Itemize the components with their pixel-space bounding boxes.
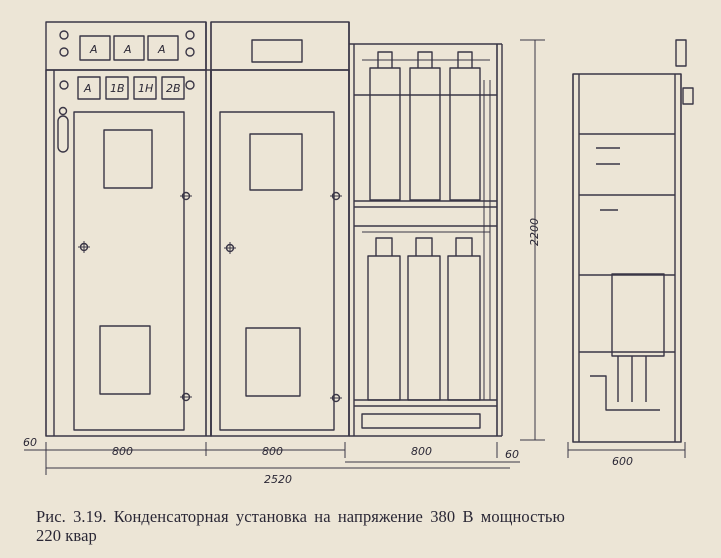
side-view [572, 39, 694, 443]
dim-side-depth: 600 [612, 455, 633, 468]
drawing-labels: A A A A 1B 1H 2B 60 800 800 800 60 2520 … [23, 43, 633, 486]
dim-right-gap: 60 [505, 448, 519, 461]
instrument-label: 1B [110, 82, 125, 95]
instrument-label: A [157, 43, 166, 56]
figure-caption: Рис. 3.19. Конденсаторная установка на н… [36, 507, 696, 545]
instrument-label: A [123, 43, 132, 56]
instrument-label: A [89, 43, 98, 56]
dim-panel-1: 800 [112, 445, 133, 458]
caption-line-2: 220 квар [36, 526, 97, 545]
dim-left-gap: 60 [23, 436, 37, 449]
dimension-lines [24, 39, 686, 475]
dim-panel-3: 800 [411, 445, 432, 458]
dim-panel-2: 800 [262, 445, 283, 458]
dim-total-height: 2200 [528, 218, 541, 246]
left-cabinet [45, 21, 212, 437]
capacitor-frame [348, 22, 503, 437]
instrument-label: A [83, 82, 92, 95]
instrument-label: 1H [138, 82, 153, 95]
middle-cabinet [210, 21, 350, 437]
caption-line-1: Рис. 3.19. Конденсаторная установка на н… [36, 507, 565, 526]
instrument-label: 2B [166, 82, 181, 95]
dim-total-width: 2520 [264, 473, 292, 486]
